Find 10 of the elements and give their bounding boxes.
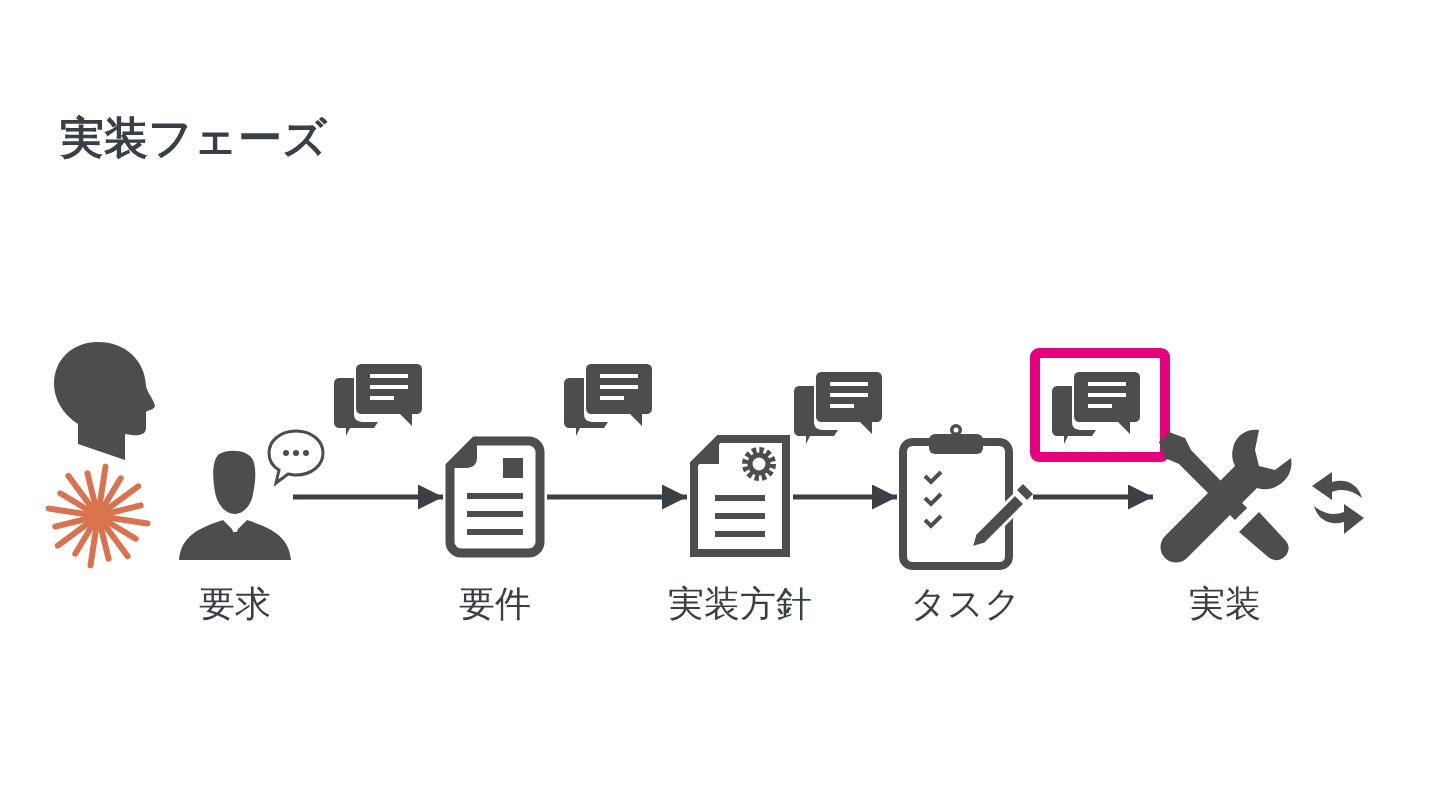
- step-label: タスク: [909, 582, 1021, 626]
- arrow: [1033, 484, 1153, 510]
- arrow: [293, 484, 443, 510]
- arrow: [547, 484, 687, 510]
- step-label: 実装: [1189, 582, 1261, 626]
- step-label: 実装方針: [668, 582, 812, 626]
- title: 実装フェーズ: [60, 111, 327, 165]
- step-label: 要件: [459, 582, 531, 626]
- arrow: [793, 484, 897, 510]
- step-label: 要求: [199, 582, 271, 626]
